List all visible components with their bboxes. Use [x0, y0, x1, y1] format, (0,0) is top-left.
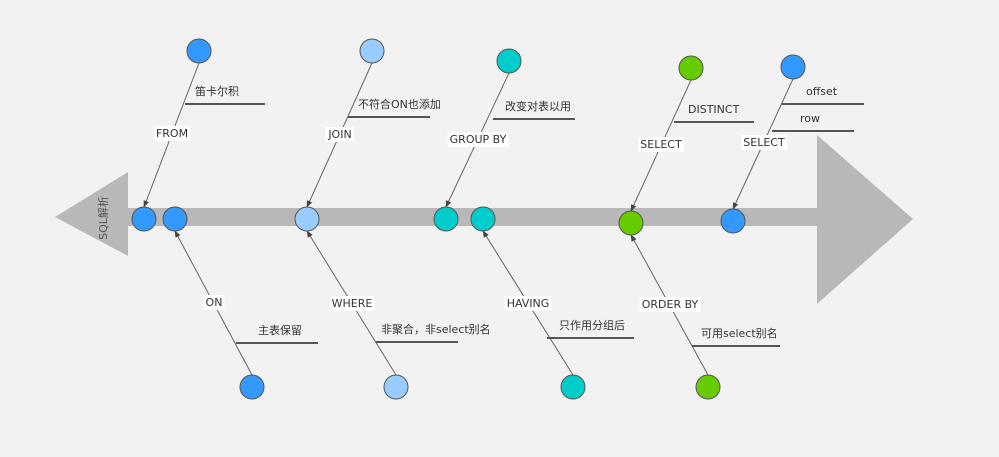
bottom-outer-node [695, 374, 721, 400]
branch-note: 可用select别名 [701, 326, 778, 340]
branch-label: HAVING [507, 297, 550, 310]
head-label: SQL解析 [96, 196, 110, 240]
branch-label: SELECT [640, 138, 682, 151]
spine-node [618, 210, 644, 236]
branch-note: 不符合ON也添加 [358, 97, 441, 111]
head-arrow-right [817, 135, 913, 304]
branch-label-bg [504, 296, 552, 311]
branch-note: 非聚合，非select别名 [381, 322, 491, 336]
top-outer-node [359, 38, 385, 64]
spine-node [294, 206, 320, 232]
branch-label-bg [639, 297, 701, 312]
bottom-outer-node [239, 374, 265, 400]
spine-node [131, 206, 157, 232]
branch-label-bg [203, 295, 225, 310]
top-outer-node [780, 54, 806, 80]
branch-note: offset [806, 85, 838, 98]
branch-note: 主表保留 [258, 323, 302, 337]
branch-label: GROUP BY [450, 133, 507, 146]
branch-note: row [800, 112, 820, 125]
branch-label: SELECT [743, 136, 785, 149]
branch-label-bg [329, 296, 375, 311]
branch-note: 笛卡尔积 [195, 84, 239, 98]
top-outer-node [496, 48, 522, 74]
branch-label-bg [741, 135, 787, 150]
bottom-outer-node [560, 374, 586, 400]
branch-label-bg [153, 126, 191, 141]
top-outer-node [186, 38, 212, 64]
spine-node [720, 208, 746, 234]
branch-label-bg [447, 132, 509, 147]
branch-label: ON [206, 296, 223, 309]
spine-node [470, 206, 496, 232]
branch-label: JOIN [327, 128, 351, 141]
branch-note: 改变对表以用 [505, 99, 571, 113]
spine-node [162, 206, 188, 232]
branch-note: 只作用分组后 [559, 318, 625, 332]
branch-label-bg [325, 127, 354, 142]
spine-node [433, 206, 459, 232]
branch-label: ORDER BY [642, 298, 699, 311]
top-outer-node [678, 55, 704, 81]
branch-label-bg [638, 137, 684, 152]
bottom-outer-node [383, 374, 409, 400]
branch-label: WHERE [332, 297, 373, 310]
branch-note: DISTINCT [688, 103, 740, 116]
branch-label: FROM [156, 127, 188, 140]
head-arrow-left [55, 172, 128, 256]
